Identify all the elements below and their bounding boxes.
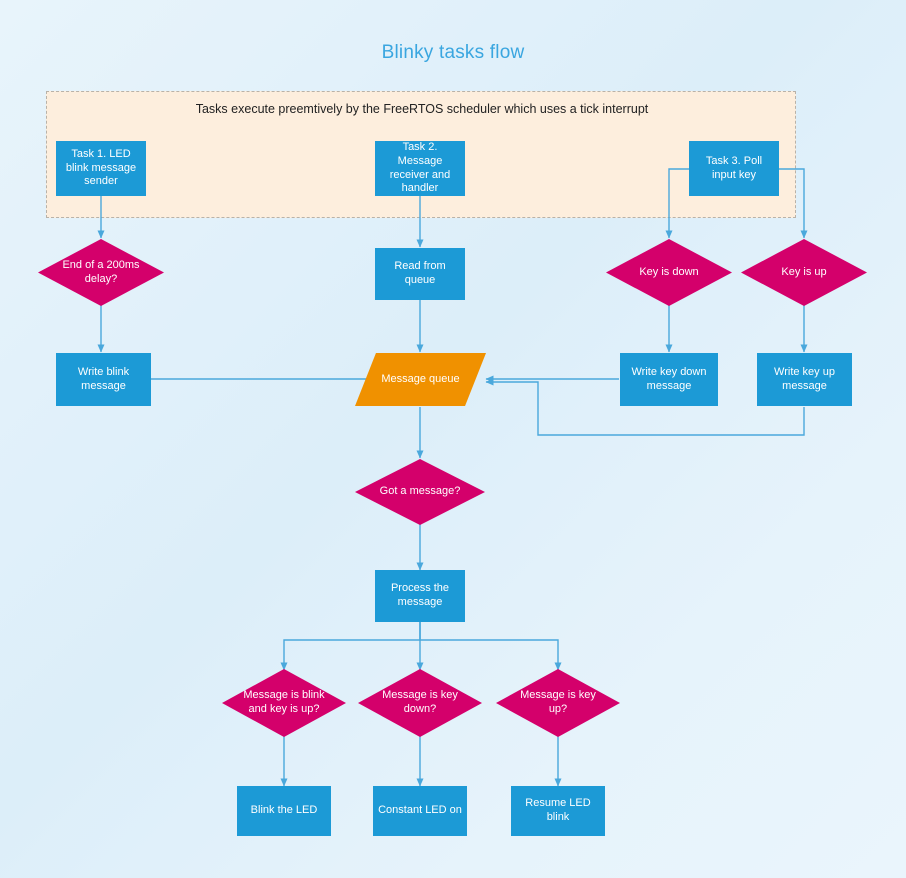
- node-blink-the-led[interactable]: Blink the LED: [237, 786, 331, 836]
- node-delay-check[interactable]: End of a 200ms delay?: [38, 239, 164, 306]
- node-message-is-blink-and-key-is-up[interactable]: Message is blink and key is up?: [222, 669, 346, 737]
- node-task-3[interactable]: Task 3. Poll input key: [689, 141, 779, 196]
- node-process-the-message[interactable]: Process the message: [375, 570, 465, 622]
- node-message-is-key-up[interactable]: Message is key up?: [496, 669, 620, 737]
- node-key-is-down-label: Key is down: [639, 265, 699, 278]
- node-resume-led-blink[interactable]: Resume LED blink: [511, 786, 605, 836]
- node-key-is-up-label: Key is up: [781, 265, 827, 278]
- page-title: Blinky tasks flow: [381, 42, 525, 63]
- node-read-from-queue[interactable]: Read from queue: [375, 248, 465, 300]
- node-write-key-up-message[interactable]: Write key up message: [757, 353, 852, 406]
- node-delay-check-label: End of a 200ms delay?: [62, 258, 140, 285]
- node-message-is-blink-and-key-is-up-label: Message is blink and key is up?: [243, 689, 325, 715]
- node-key-is-down[interactable]: Key is down: [606, 239, 732, 306]
- node-constant-led-on[interactable]: Constant LED on: [373, 786, 467, 836]
- node-message-is-key-down-label: Message is key down?: [382, 689, 458, 715]
- node-key-is-up[interactable]: Key is up: [741, 239, 867, 306]
- node-write-key-down-message[interactable]: Write key down message: [620, 353, 718, 406]
- scheduler-group-label: Tasks execute preemtively by the FreeRTO…: [195, 102, 649, 116]
- node-task-1[interactable]: Task 1. LED blink message sender: [56, 141, 146, 196]
- node-message-queue-label: Message queue: [381, 372, 460, 385]
- node-got-a-message-label: Got a message?: [379, 485, 461, 498]
- node-task-2[interactable]: Task 2. Message receiver and handler: [375, 141, 465, 196]
- node-write-blink-message[interactable]: Write blink message: [56, 353, 151, 406]
- node-message-is-key-down[interactable]: Message is key down?: [358, 669, 482, 737]
- node-message-is-key-up-label: Message is key up?: [520, 689, 596, 715]
- scheduler-group-container: Tasks execute preemtively by the FreeRTO…: [46, 91, 796, 218]
- node-message-queue[interactable]: Message queue: [355, 353, 486, 406]
- node-got-a-message[interactable]: Got a message?: [355, 459, 485, 525]
